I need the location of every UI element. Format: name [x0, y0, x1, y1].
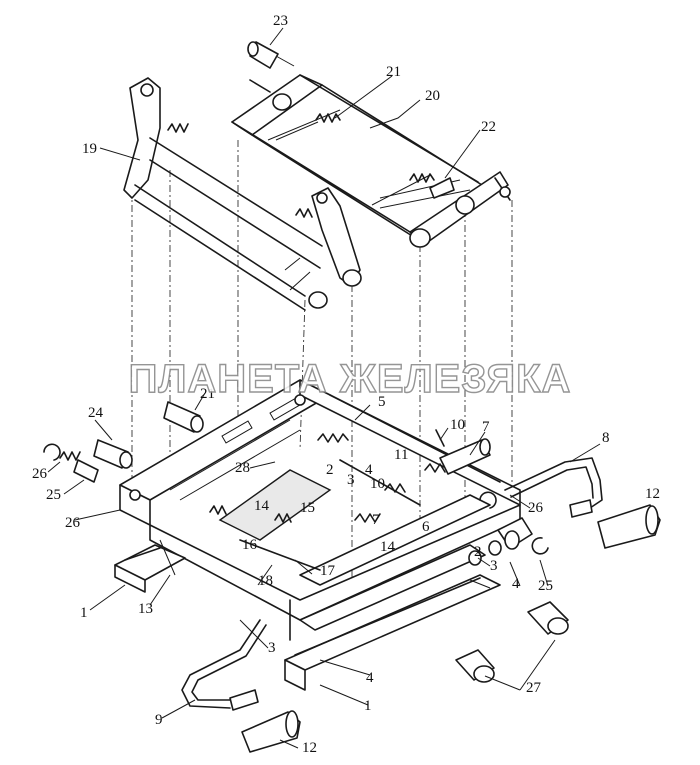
upper-frame: [231, 74, 511, 248]
callout-2-right: 2: [474, 544, 482, 560]
callout-15: 15: [300, 500, 315, 516]
spring-22: [409, 173, 455, 199]
callout-12-bottom: 12: [302, 740, 317, 756]
callout-21-upper: 21: [386, 64, 401, 80]
callout-14-right: 14: [380, 539, 396, 555]
bushing-21-lower: [163, 401, 204, 433]
bolt-10: [435, 429, 445, 447]
callout-14-left: 14: [254, 498, 270, 514]
callout-26-left: 26: [32, 466, 48, 482]
callout-16: 16: [242, 537, 258, 553]
callout-4-center: 4: [365, 462, 373, 478]
callout-4-lower: 4: [366, 670, 374, 686]
callout-23: 23: [273, 13, 288, 29]
rail-left: [114, 539, 186, 593]
callout-27: 27: [526, 680, 542, 696]
callout-28: 28: [235, 460, 250, 476]
callout-2-center: 2: [326, 462, 334, 478]
tube-7: [439, 438, 491, 475]
parts-right-cluster: [468, 491, 549, 566]
watermark-text: ПЛАНЕТА ЖЕЛЕЗЯКА: [129, 357, 572, 401]
callout-12-right: 12: [645, 486, 660, 502]
callout-5: 5: [378, 394, 386, 410]
callout-1-lower: 1: [364, 698, 372, 714]
callout-7-center: 7: [372, 512, 380, 528]
knob-12-right: [597, 504, 661, 549]
callout-17: 17: [320, 563, 336, 579]
callout-25-right: 25: [538, 578, 553, 594]
callout-labels: 23 21 20 22 19 21 24 5 10 7 8 11 4 3 10 …: [32, 13, 660, 756]
callout-21-lower: 21: [200, 386, 215, 402]
leader-lines: [47, 27, 601, 749]
pin-23: [247, 41, 295, 69]
base-frame: [119, 379, 521, 641]
rail-right: [284, 544, 501, 691]
swing-arm: [123, 77, 362, 311]
callout-19: 19: [82, 141, 97, 157]
handle-9: [181, 619, 267, 711]
callout-4-right: 4: [512, 576, 520, 592]
callout-22: 22: [481, 119, 496, 135]
clip-26-left: [43, 443, 61, 461]
callout-7-upper: 7: [482, 419, 490, 435]
callout-24: 24: [88, 405, 104, 421]
handle-8: [504, 457, 603, 518]
callout-8: 8: [602, 430, 610, 446]
callout-1-left: 1: [80, 605, 88, 621]
base-springs: [209, 433, 446, 523]
callout-10-center: 10: [370, 476, 385, 492]
spring-25-left: [59, 451, 99, 483]
callout-20: 20: [425, 88, 440, 104]
callout-26-right: 26: [528, 500, 544, 516]
callout-26-lower: 26: [65, 515, 81, 531]
cap-27-upper: [527, 601, 569, 635]
bushing-24: [93, 439, 133, 469]
callout-13: 13: [138, 601, 153, 617]
callout-9: 9: [155, 712, 163, 728]
callout-18: 18: [258, 573, 273, 589]
callout-10-upper: 10: [450, 417, 465, 433]
callout-3-center: 3: [347, 472, 355, 488]
knob-12-bottom: [241, 710, 301, 753]
callout-11: 11: [394, 447, 408, 463]
cap-27-lower: [455, 649, 495, 683]
spring-21-upper: [275, 113, 341, 141]
callout-3-right: 3: [490, 558, 498, 574]
callout-25-left: 25: [46, 487, 61, 503]
callout-3-lower: 3: [268, 640, 276, 656]
callout-6: 6: [422, 519, 430, 535]
